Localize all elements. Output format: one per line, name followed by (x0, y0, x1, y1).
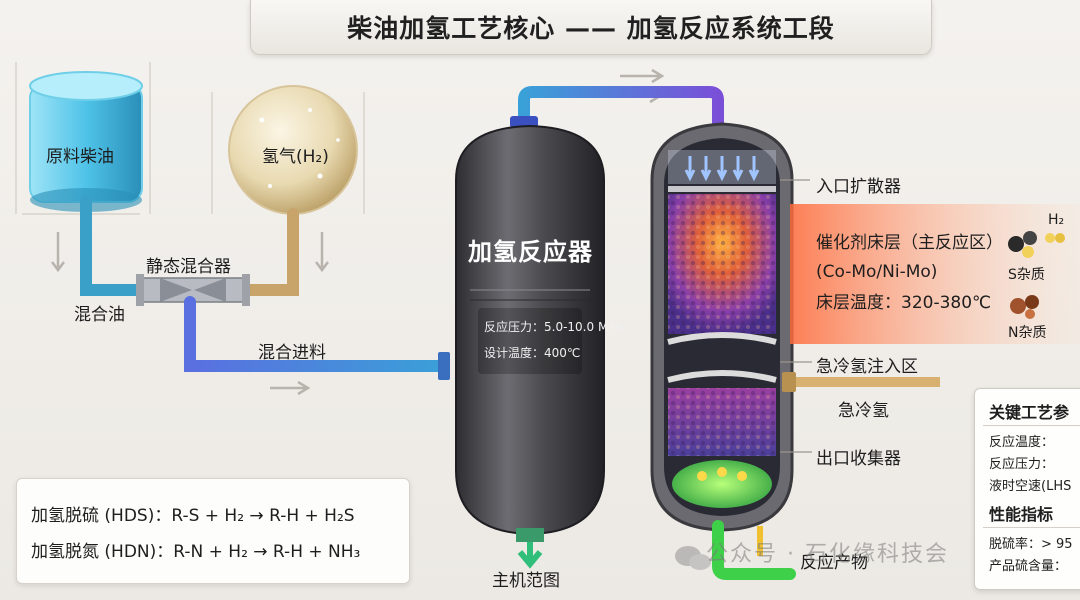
s-molecule-icon (1008, 231, 1037, 258)
wechat-icon (675, 546, 711, 570)
quench-injection-label: 急冷氢注入区 (816, 357, 918, 377)
product-pipe (712, 520, 796, 580)
outlet-collector-glow (672, 460, 772, 508)
diffuser-plate (668, 186, 776, 192)
catalyst-bed-label: 催化剂床层（主反应区） (816, 233, 1003, 253)
n-molecule-icon (1010, 295, 1039, 319)
page-title: 柴油加氢工艺核心 —— 加氢反应系统工段 (347, 14, 835, 43)
hdn-equation: 加氢脱氮 (HDN)：R-N + H₂ → R-H + NH₃ (31, 542, 361, 562)
key-params-panel: 关键工艺参 反应温度： 反应压力： 液时空速(LHS 性能指标 脱硫率：> 95… (974, 388, 1080, 590)
n-impurity-label: N杂质 (1008, 325, 1047, 341)
feed-oil-label: 原料柴油 (46, 147, 114, 167)
heat-band (790, 204, 1080, 344)
feed-oil-pipe (80, 196, 156, 296)
reactor-vessel (455, 124, 605, 536)
param-reaction-temp: 反应温度： (989, 435, 1055, 450)
perf-desulfurization: 脱硫率：> 95 (989, 537, 1073, 552)
leader-lines (780, 179, 812, 453)
mixed-feed-label: 混合进料 (258, 343, 326, 363)
reactor-pressure: 反应压力：5.0-10.0 MPa (484, 320, 623, 334)
diffuser-jets (684, 156, 760, 182)
params-divider (983, 425, 1080, 426)
perf-product-content: 产品硫含量： (989, 559, 1068, 574)
quench-ring-upper (667, 332, 777, 345)
reactor-cutaway (650, 122, 794, 532)
static-mixer-label: 静态混合器 (146, 257, 231, 277)
reactor-inlet-flange (438, 352, 450, 380)
mixed-oil-label: 混合油 (74, 305, 125, 325)
catalyst-type-label: (Co-Mo/Ni-Mo) (816, 262, 938, 282)
reactor-temp: 设计温度：400℃ (484, 346, 581, 360)
h2-tag: H₂ (1048, 212, 1065, 228)
title-banner: 柴油加氢工艺核心 —— 加氢反应系统工段 (250, 0, 932, 55)
perf-heading: 性能指标 (989, 505, 1054, 524)
top-transfer-pipe (518, 86, 724, 132)
hydrogen-sphere (228, 85, 358, 215)
main-view-label: 主机范图 (492, 571, 560, 591)
reaction-product-label: 反应产物 (800, 553, 868, 573)
perf-divider (983, 527, 1080, 528)
s-impurity-label: S杂质 (1008, 267, 1045, 283)
top-nozzle (510, 116, 538, 128)
watermark-text: 公众号 · 石化缘科技会 (706, 542, 949, 567)
static-mixer (136, 274, 250, 306)
hydrogen-label: 氢气(H₂) (262, 147, 329, 167)
h2-molecule-icon (1045, 233, 1065, 243)
main-view-outlet (516, 528, 544, 569)
outlet-collector-label: 出口收集器 (816, 449, 901, 469)
equation-panel: 加氢脱硫 (HDS)：R-S + H₂ → R-H + H₂S 加氢脱氮 (HD… (16, 478, 410, 584)
param-reaction-pressure: 反应压力： (989, 457, 1055, 472)
hydrogen-pipe (226, 208, 299, 296)
quench-ring-lower (667, 370, 777, 383)
quench-h2-label: 急冷氢 (838, 401, 889, 421)
bed-temp-label: 床层温度：320-380℃ (816, 293, 992, 313)
reactor-name: 加氢反应器 (468, 238, 593, 266)
inlet-diffuser-label: 入口扩散器 (816, 177, 901, 197)
mixed-feed-pipe (184, 296, 450, 372)
hds-equation: 加氢脱硫 (HDS)：R-S + H₂ → R-H + H₂S (31, 506, 355, 526)
params-heading: 关键工艺参 (989, 403, 1070, 422)
param-lhsv: 液时空速(LHS (989, 479, 1072, 494)
